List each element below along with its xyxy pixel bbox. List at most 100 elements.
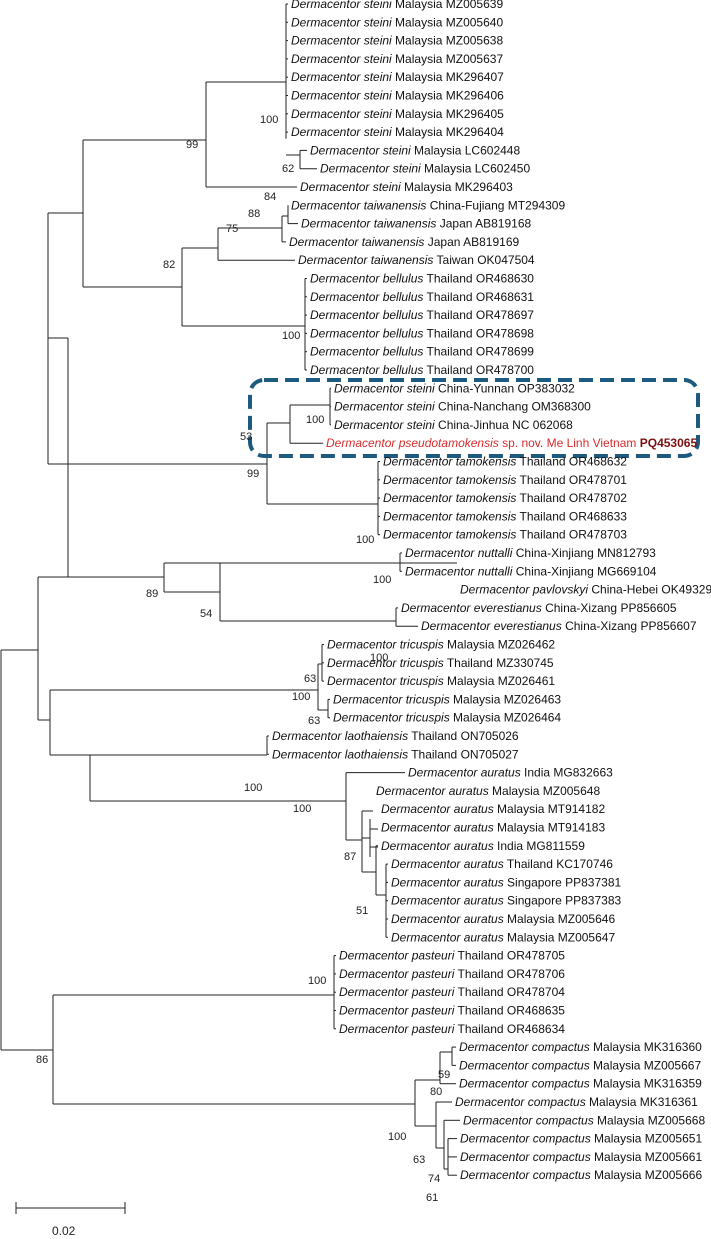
highlight-box (248, 378, 700, 458)
tip-label: Dermacentor steini Malaysia MK296407 (291, 70, 504, 84)
tip-label: Dermacentor compactus Malaysia MZ005668 (463, 1113, 705, 1127)
highlight-box-group (248, 378, 700, 458)
tip-label: Dermacentor auratus Malaysia MT914183 (381, 821, 605, 835)
tip-label: Dermacentor auratus Malaysia MZ005648 (376, 784, 600, 798)
bootstrap-value: 100 (356, 534, 374, 546)
tip-label: Dermacentor bellulus Thailand OR468631 (310, 290, 534, 304)
tip-label: Dermacentor bellulus Thailand OR478699 (310, 345, 534, 359)
tip-label: Dermacentor everestianus China-Xizang PP… (421, 619, 697, 633)
bootstrap-value: 63 (308, 715, 320, 727)
tip-label: Dermacentor compactus Malaysia MK316361 (455, 1095, 698, 1109)
tip-label: Dermacentor auratus India MG811559 (381, 839, 585, 853)
tip-label: Dermacentor tamokensis Thailand OR478701 (383, 473, 627, 487)
tip-label: Dermacentor everestianus China-Xizang PP… (401, 601, 677, 615)
tip-label: Dermacentor pasteuri Thailand OR478704 (339, 985, 565, 999)
tip-label: Dermacentor pasteuri Thailand OR468635 (339, 1004, 565, 1018)
bootstrap-value: 100 (388, 1131, 406, 1143)
bootstrap-value: 80 (430, 1086, 442, 1098)
tip-label: Dermacentor nuttalli China-Xinjiang MG66… (405, 564, 657, 578)
tip-label: Dermacentor pseudotamokensis sp. nov. Me… (326, 436, 697, 450)
tip-label: Dermacentor tamokensis Thailand OR478702 (383, 491, 627, 505)
bootstrap-value: 99 (247, 468, 259, 480)
tip-label: Dermacentor tamokensis Thailand OR468633 (383, 509, 627, 523)
bootstrap-value: 82 (163, 259, 175, 271)
tip-labels: Dermacentor steini Malaysia MZ005639Derm… (272, 0, 711, 1182)
bootstrap-value: 59 (438, 1069, 450, 1081)
tip-label: Dermacentor bellulus Thailand OR478700 (310, 363, 534, 377)
tip-label: Dermacentor compactus Malaysia MK316359 (459, 1077, 702, 1091)
bootstrap-value: 100 (260, 114, 278, 126)
tip-label: Dermacentor steini Malaysia MZ005637 (291, 52, 503, 66)
tip-label: Dermacentor tamokensis Thailand OR468632 (383, 455, 627, 469)
tip-label: Dermacentor bellulus Thailand OR478698 (310, 326, 534, 340)
bootstrap-value: 86 (36, 1054, 48, 1066)
tip-label: Dermacentor tricuspis Malaysia MZ026463 (333, 692, 561, 706)
tip-label: Dermacentor steini Malaysia MZ005639 (291, 0, 503, 11)
tip-label: Dermacentor tamokensis Thailand OR478703 (383, 528, 627, 542)
bootstrap-value: 74 (428, 1173, 440, 1185)
tip-label: Dermacentor auratus Singapore PP837383 (391, 894, 621, 908)
tip-label: Dermacentor steini Malaysia MZ005638 (291, 34, 503, 48)
tip-label: Dermacentor steini China-Nanchang OM3683… (334, 400, 591, 414)
tip-label: Dermacentor taiwanensis Japan AB819168 (301, 217, 531, 231)
bootstrap-value: 61 (426, 1192, 438, 1204)
bootstrap-value: 89 (146, 588, 158, 600)
tip-label: Dermacentor steini Malaysia MK296404 (291, 125, 504, 139)
bootstrap-value: 62 (282, 163, 294, 175)
bootstrap-value: 63 (413, 1154, 425, 1166)
bootstrap-value: 53 (240, 431, 252, 443)
support-values: 100 99 62 84 88 75 82 100 100 53 99 100 100 89 54 100 63… (36, 114, 450, 1204)
tip-label: Dermacentor auratus Malaysia MZ005647 (391, 930, 615, 944)
tip-label: Dermacentor taiwanensis China-Fujiang MT… (291, 198, 565, 212)
bootstrap-value: 63 (304, 673, 316, 685)
bootstrap-value: 100 (306, 414, 324, 426)
bootstrap-value: 99 (186, 139, 198, 151)
tip-label: Dermacentor auratus Malaysia MZ005646 (391, 912, 615, 926)
tip-label: Dermacentor tricuspis Malaysia MZ026462 (327, 638, 555, 652)
tip-label: Dermacentor laothaiensis Thailand ON7050… (272, 747, 519, 761)
bootstrap-value: 54 (200, 608, 212, 620)
tip-label: Dermacentor compactus Malaysia MZ005667 (459, 1058, 701, 1072)
tip-label: Dermacentor compactus Malaysia MZ005661 (460, 1150, 702, 1164)
bootstrap-value: 100 (373, 574, 391, 586)
tip-label: Dermacentor taiwanensis Taiwan OK047504 (298, 253, 535, 267)
tip-label: Dermacentor tricuspis Malaysia MZ026464 (333, 711, 561, 725)
tip-label: Dermacentor bellulus Thailand OR478697 (310, 308, 534, 322)
tree-branches (0, 3, 460, 1176)
tip-label: Dermacentor pavlovskyi China-Hebei OK493… (460, 583, 711, 597)
tip-label: Dermacentor auratus Thailand KC170746 (391, 857, 613, 871)
scale-bar: 0.02 (15, 1202, 126, 1238)
bootstrap-value: 100 (282, 330, 300, 342)
bootstrap-value: 88 (248, 208, 260, 220)
tip-label: Dermacentor auratus Malaysia MT914182 (381, 802, 605, 816)
bootstrap-value: 100 (292, 691, 310, 703)
tip-label: Dermacentor compactus Malaysia MZ005651 (460, 1132, 702, 1146)
tip-label: Dermacentor nuttalli China-Xinjiang MN81… (405, 546, 656, 560)
bootstrap-value: 75 (226, 223, 238, 235)
tip-label: Dermacentor compactus Malaysia MK316360 (459, 1040, 702, 1054)
tip-label: Dermacentor taiwanensis Japan AB819169 (289, 235, 519, 249)
tip-label: Dermacentor auratus India MG832663 (408, 766, 613, 780)
tip-label: Dermacentor steini Malaysia LC602448 (310, 143, 520, 157)
tip-label: Dermacentor pasteuri Thailand OR478705 (339, 949, 565, 963)
bootstrap-value: 100 (244, 782, 262, 794)
tip-label: Dermacentor tricuspis Thailand MZ330745 (327, 656, 554, 670)
tip-label: Dermacentor laothaiensis Thailand ON7050… (272, 729, 519, 743)
scale-bar-label: 0.02 (52, 1224, 76, 1238)
tip-label: Dermacentor pasteuri Thailand OR478706 (339, 967, 565, 981)
tip-label: Dermacentor tricuspis Malaysia MZ026461 (327, 674, 555, 688)
tip-label: Dermacentor steini China-Yunnan OP383032 (334, 381, 575, 395)
bootstrap-value: 51 (356, 905, 368, 917)
tip-label: Dermacentor steini Malaysia MZ005640 (291, 15, 503, 29)
tip-label: Dermacentor steini Malaysia MK296405 (291, 107, 504, 121)
tip-label: Dermacentor steini China-Jinhua NC 06206… (334, 418, 573, 432)
tip-label: Dermacentor pasteuri Thailand OR468634 (339, 1022, 565, 1036)
tip-label: Dermacentor steini Malaysia LC602450 (320, 162, 530, 176)
bootstrap-value: 87 (344, 851, 356, 863)
bootstrap-value: 100 (308, 975, 326, 987)
bootstrap-value: 100 (370, 652, 388, 664)
bootstrap-value: 84 (264, 191, 276, 203)
tip-label: Dermacentor steini Malaysia MK296403 (300, 180, 513, 194)
tip-label: Dermacentor bellulus Thailand OR468630 (310, 272, 534, 286)
